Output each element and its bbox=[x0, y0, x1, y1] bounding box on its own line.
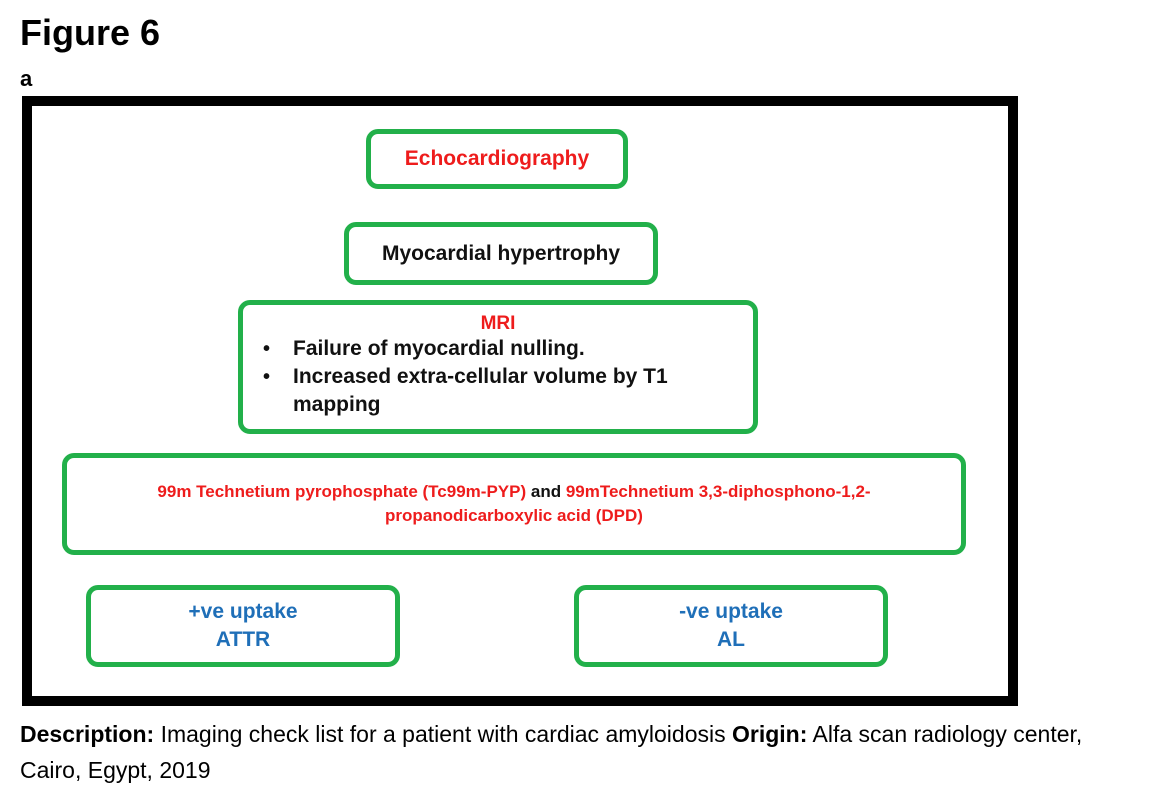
technetium-pyp-label: 99m Technetium pyrophosphate (Tc99m-PYP) bbox=[157, 482, 527, 501]
mri-title: MRI bbox=[480, 313, 516, 334]
positive-uptake-result: ATTR bbox=[215, 628, 271, 651]
mri-box: MRI Failure of myocardial nulling. Incre… bbox=[238, 300, 758, 434]
technetium-connector: and bbox=[526, 482, 566, 501]
positive-uptake-label: +ve uptake bbox=[188, 600, 298, 623]
hypertrophy-box: Myocardial hypertrophy bbox=[344, 222, 658, 285]
diagram-frame: Echocardiography Myocardial hypertrophy … bbox=[22, 96, 1018, 706]
description-text: Imaging check list for a patient with ca… bbox=[154, 721, 732, 747]
hypertrophy-label: Myocardial hypertrophy bbox=[381, 241, 621, 265]
figure-caption: Description: Imaging check list for a pa… bbox=[20, 716, 1145, 788]
negative-uptake-label: -ve uptake bbox=[679, 600, 783, 623]
mri-list: Failure of myocardial nulling. Increased… bbox=[261, 335, 735, 419]
negative-uptake-box: -ve uptake AL bbox=[574, 585, 888, 667]
panel-label: a bbox=[20, 66, 33, 91]
origin-text: Alfa scan radiology center, Cairo, Egypt… bbox=[20, 721, 1083, 783]
technetium-dpd-label: 99mTechnetium 3,3-diphosphono-1,2-propan… bbox=[385, 482, 871, 525]
negative-uptake-result: AL bbox=[717, 628, 745, 651]
positive-uptake-box: +ve uptake ATTR bbox=[86, 585, 400, 667]
mri-item: Failure of myocardial nulling. bbox=[261, 335, 735, 363]
figure-title: Figure 6 bbox=[20, 12, 161, 53]
echocardiography-label: Echocardiography bbox=[404, 147, 590, 170]
technetium-box: 99m Technetium pyrophosphate (Tc99m-PYP)… bbox=[62, 453, 966, 555]
mri-item: Increased extra-cellular volume by T1 ma… bbox=[261, 363, 735, 419]
origin-label: Origin: bbox=[732, 721, 808, 747]
technetium-text: 99m Technetium pyrophosphate (Tc99m-PYP)… bbox=[127, 480, 901, 528]
description-label: Description: bbox=[20, 721, 155, 747]
echocardiography-box: Echocardiography bbox=[366, 129, 628, 189]
